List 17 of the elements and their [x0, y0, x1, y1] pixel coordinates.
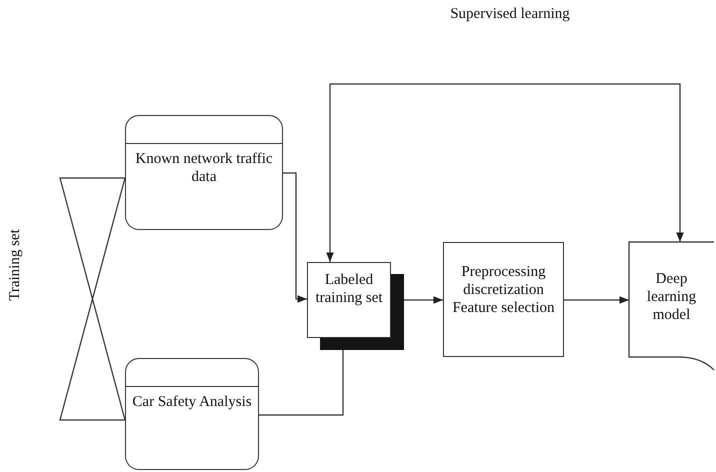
arrow	[404, 296, 443, 304]
process-box	[307, 262, 391, 338]
arrow	[505, 83, 684, 242]
arrow	[326, 83, 505, 262]
process-box	[443, 242, 564, 357]
annotation-text: Training set	[6, 228, 24, 303]
annotation-text: Supervised learning	[449, 5, 571, 23]
data-store-box	[125, 358, 259, 470]
node-text: Known network traffic data	[134, 150, 274, 186]
arrow	[283, 172, 307, 303]
node-text: Car Safety Analysis	[131, 393, 253, 411]
node-text: Preprocessing discretization Feature selection	[451, 263, 556, 317]
node-text: Labeled training set	[314, 271, 384, 307]
data-store-box	[125, 115, 283, 230]
node-text: Deep learning model	[646, 270, 698, 324]
connector-line	[259, 350, 344, 416]
arrow	[564, 296, 629, 304]
